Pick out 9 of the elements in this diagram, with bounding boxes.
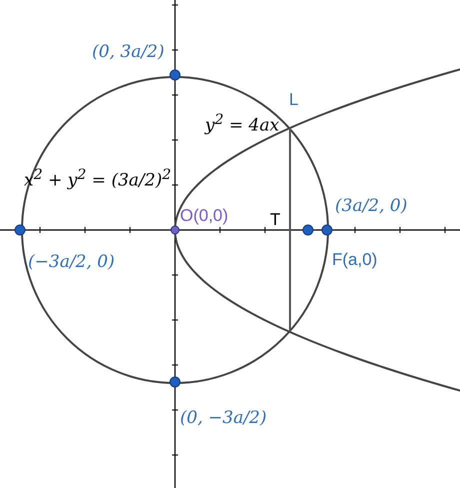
equation-label: y$^{2}$ = 4ax — [205, 111, 280, 136]
point-label: (3a/2, 0) — [335, 196, 408, 216]
point-label: (0, 3a/2) — [92, 42, 164, 62]
point-label: L — [289, 90, 298, 110]
point-label: T — [270, 210, 280, 230]
point-label: O(0,0) — [180, 206, 228, 226]
point-label: F(a,0) — [332, 250, 378, 270]
point-label: (0, −3a/2) — [180, 408, 267, 428]
point-label: (−3a/2, 0) — [28, 252, 115, 272]
